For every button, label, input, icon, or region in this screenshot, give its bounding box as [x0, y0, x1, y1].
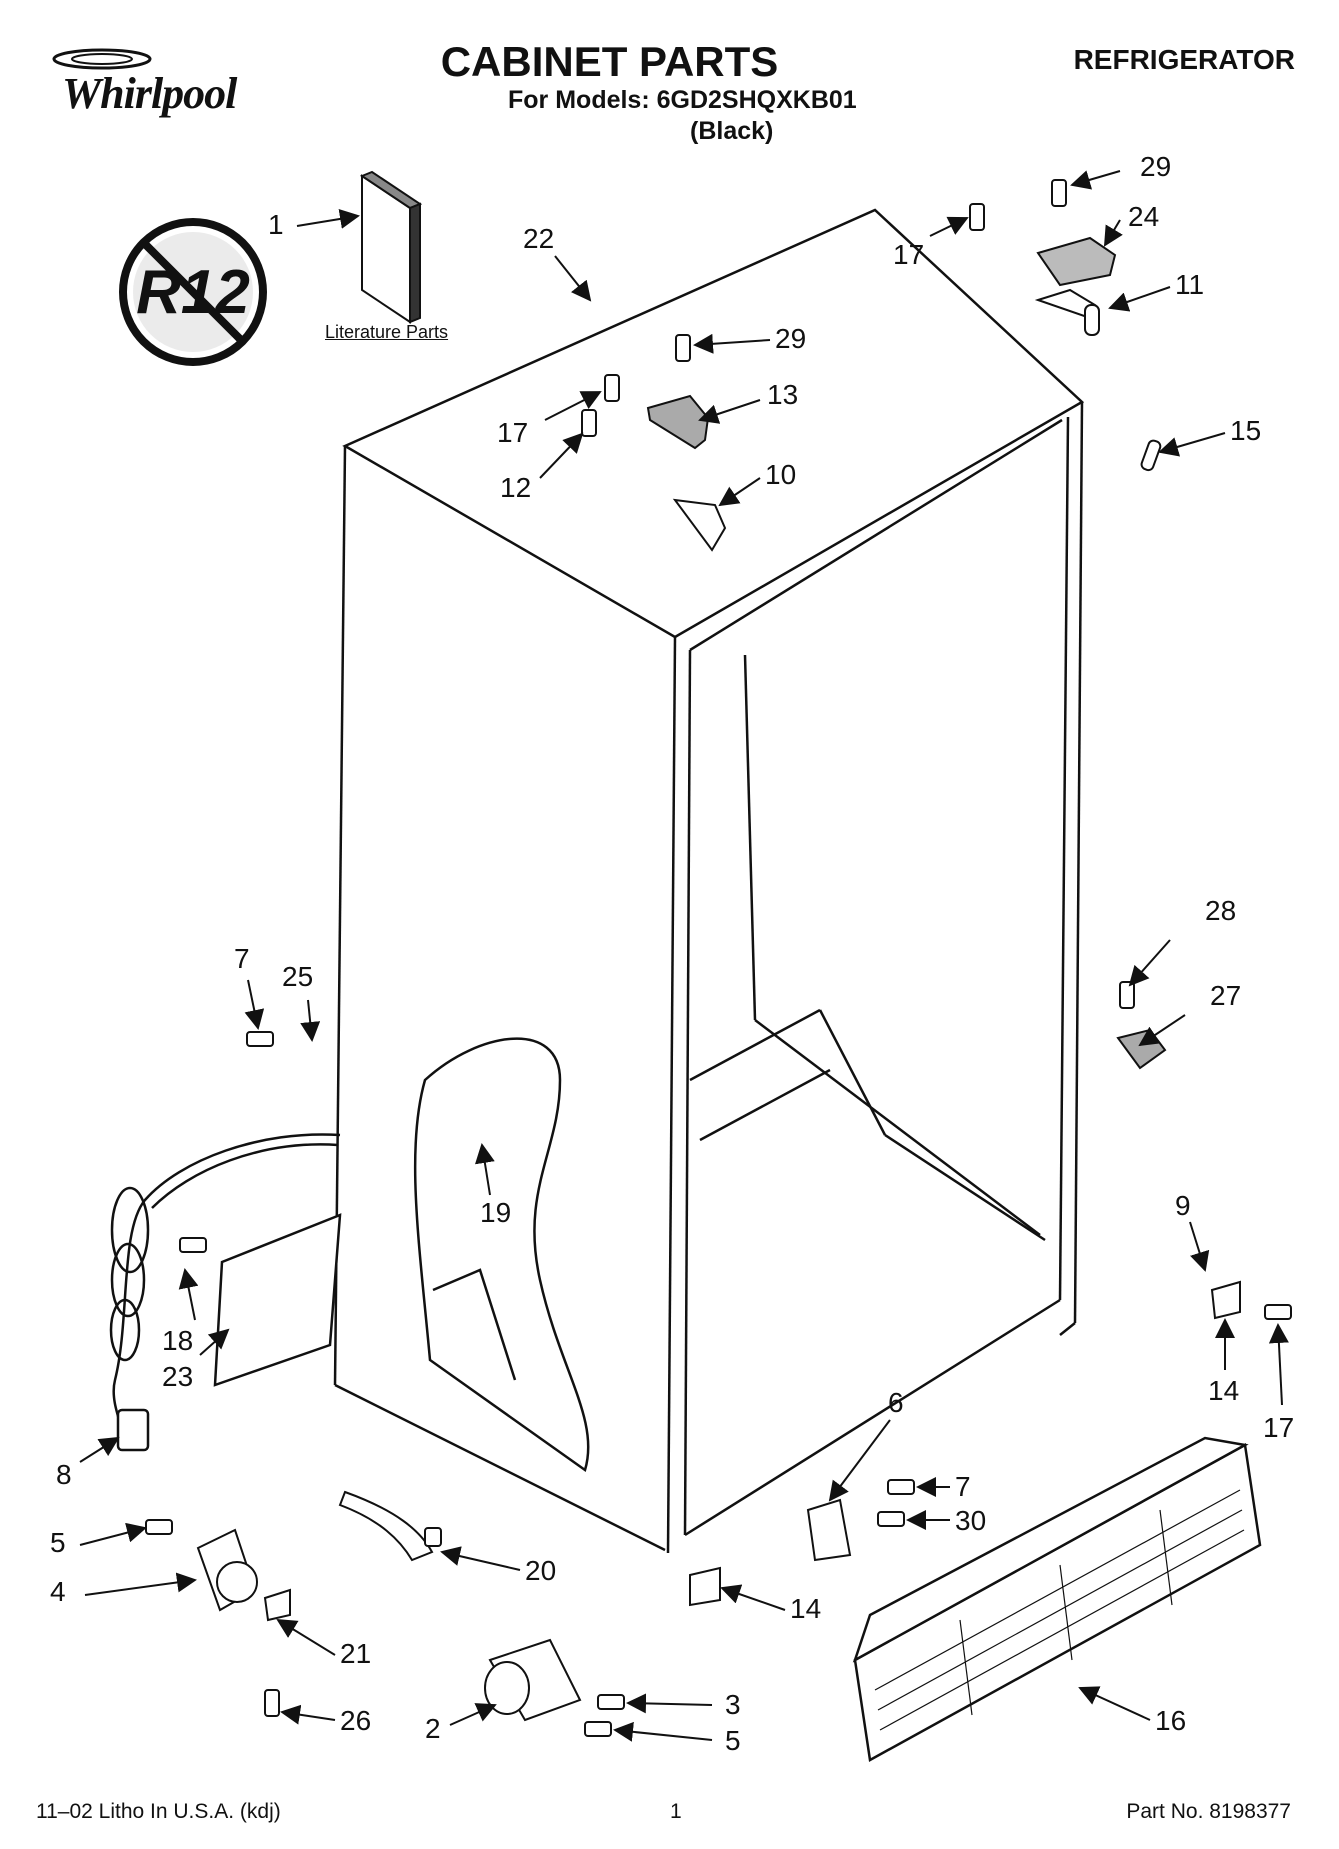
callout-5: 5: [725, 1725, 741, 1756]
literature-booklet-icon: [359, 170, 423, 324]
callout-5: 5: [50, 1527, 66, 1558]
callout-14: 14: [790, 1593, 821, 1624]
hinge-parts: [646, 236, 1167, 1070]
callout-11: 11: [1175, 269, 1204, 300]
callout-13: 13: [767, 379, 798, 410]
callout-24: 24: [1128, 201, 1159, 232]
power-cord-and-cover: [109, 1133, 342, 1452]
toe-grille: [852, 1436, 1262, 1762]
no-r12-prohibition-icon: R12: [119, 218, 267, 366]
callout-10: 10: [765, 459, 796, 490]
callout-2: 2: [425, 1713, 441, 1744]
callout-27: 27: [1210, 980, 1241, 1011]
callout-15: 15: [1230, 415, 1261, 446]
callout-6: 6: [888, 1387, 904, 1418]
callout-16: 16: [1155, 1705, 1186, 1736]
footer-litho: 11–02 Litho In U.S.A. (kdj): [36, 1800, 281, 1823]
callout-7: 7: [234, 943, 250, 974]
callout-23: 23: [162, 1361, 193, 1392]
callout-29: 29: [1140, 151, 1171, 182]
callout-9: 9: [1175, 1190, 1191, 1221]
screw-parts: [145, 179, 1292, 1737]
color-line: (Black): [690, 117, 774, 145]
brand-name: Whirlpool: [62, 69, 237, 118]
product-category: REFRIGERATOR: [1073, 44, 1295, 75]
callout-3: 3: [725, 1689, 741, 1720]
callout-22: 22: [523, 223, 554, 254]
callout-7: 7: [955, 1471, 971, 1502]
callout-19: 19: [480, 1197, 511, 1228]
callout-8: 8: [56, 1459, 72, 1490]
callout-26: 26: [340, 1705, 371, 1736]
page-number: 1: [670, 1800, 682, 1823]
callout-4: 4: [50, 1576, 66, 1607]
callout-14: 14: [1208, 1375, 1239, 1406]
page-title: CABINET PARTS: [440, 38, 779, 85]
literature-parts-label: Literature Parts: [325, 322, 449, 342]
callout-21: 21: [340, 1638, 371, 1669]
logo-swirl-icon: [52, 48, 152, 70]
callout-12: 12: [500, 472, 531, 503]
callout-17: 17: [1263, 1412, 1294, 1443]
callout-18: 18: [162, 1325, 193, 1356]
part-number: Part No. 8198377: [1126, 1800, 1291, 1823]
callout-17: 17: [497, 417, 528, 448]
callout-25: 25: [282, 961, 313, 992]
callout-1: 1: [268, 209, 284, 240]
callout-20: 20: [525, 1555, 556, 1586]
whirlpool-logo: Whirlpool: [52, 48, 237, 119]
leader-arrows: [79, 170, 1289, 1742]
callout-30: 30: [955, 1505, 986, 1536]
callout-labels: 1 22 29 17 24 11 29 13 17 12 10 15 28 27…: [50, 151, 1294, 1756]
callout-17: 17: [893, 239, 924, 270]
callout-28: 28: [1205, 895, 1236, 926]
models-line: For Models: 6GD2SHQXKB01: [508, 86, 857, 114]
callout-29: 29: [775, 323, 806, 354]
cabinet-outline: [333, 208, 1085, 1554]
lower-parts: [196, 1280, 1241, 1722]
